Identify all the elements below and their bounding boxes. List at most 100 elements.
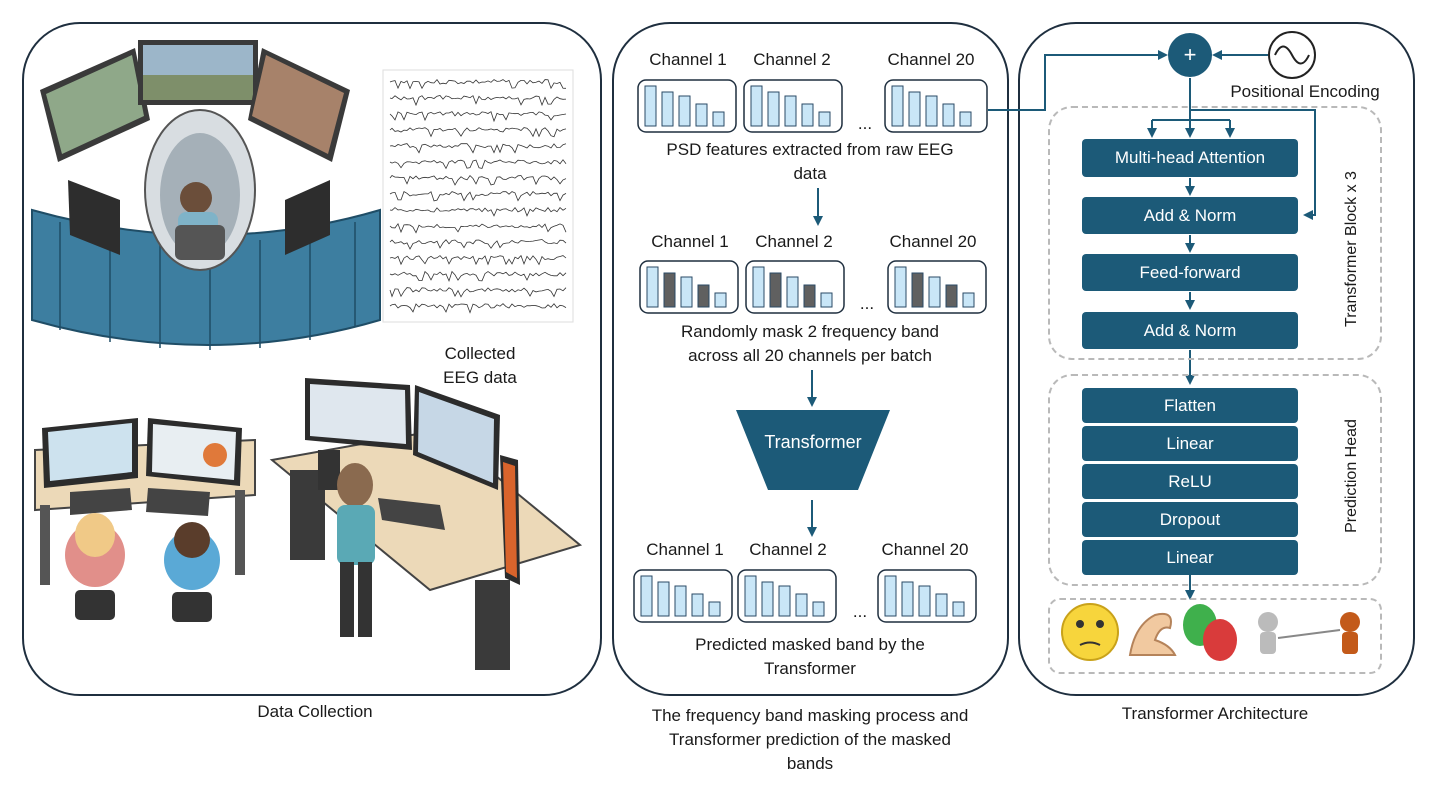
transformer-trapezoid (736, 410, 890, 490)
row3-channel-2-label: Channel 2 (749, 540, 827, 559)
eeg-trace-line (389, 191, 567, 202)
psd-bar (818, 111, 831, 127)
middle-arrows (807, 188, 823, 537)
psd-bar (894, 266, 907, 308)
psd-bar (959, 111, 972, 127)
psd-bar (744, 575, 757, 617)
emotion-icons (1061, 603, 1360, 661)
eeg-trace-line (389, 207, 567, 217)
layer-feed-forward: Feed-forward (1082, 254, 1298, 291)
layer-add-norm-1: Add & Norm (1082, 197, 1298, 234)
thinking-face-icon (1061, 603, 1119, 661)
psd-bar (812, 601, 825, 617)
caption-transformer-architecture: Transformer Architecture (1121, 704, 1309, 723)
eeg-trace-line (389, 143, 567, 154)
eeg-trace-line (389, 239, 567, 250)
transformer-architecture-panel (1018, 22, 1415, 696)
psd-bar (891, 85, 904, 127)
row3-ellipsis: ... (852, 602, 868, 621)
layer-relu: ReLU (1082, 464, 1298, 499)
psd-bar (767, 91, 780, 127)
psd-bar (786, 276, 799, 308)
psd-bar (928, 276, 941, 308)
row1-channel-2-label: Channel 2 (753, 50, 831, 69)
eeg-trace-line (389, 111, 567, 123)
bar-group-row1-box3 (884, 79, 988, 133)
psd-bar (657, 581, 670, 617)
transformer-block-group (1048, 106, 1382, 360)
eeg-trace-line (389, 254, 567, 266)
caption-masking-line1: The frequency band masking process and (651, 706, 969, 725)
row3-text-line1: Predicted masked band by the (695, 635, 925, 654)
psd-bar (784, 95, 797, 127)
psd-bar (644, 85, 657, 127)
eeg-trace-line (389, 287, 567, 298)
psd-bar (952, 601, 965, 617)
psd-bar-groups (633, 79, 988, 623)
psd-bar (908, 91, 921, 127)
psd-bar (795, 593, 808, 617)
bar-group-row1-box2 (743, 79, 843, 133)
row1-text-line1: PSD features extracted from raw EEG (666, 140, 954, 159)
row2-channel-1-label: Channel 1 (651, 232, 729, 251)
row3-text-line2: Transformer (764, 659, 856, 678)
eeg-trace-line (389, 303, 567, 314)
psd-bar (646, 266, 659, 308)
eeg-trace-line (389, 78, 567, 90)
psd-bar (925, 95, 938, 127)
psd-bar (708, 601, 721, 617)
psd-bar (640, 575, 653, 617)
psd-bar (678, 95, 691, 127)
bar-group-row3-box3 (877, 569, 977, 623)
psd-bar (769, 272, 782, 308)
layer-linear-2: Linear (1082, 540, 1298, 575)
layer-flatten: Flatten (1082, 388, 1298, 423)
row2-channel-20-label: Channel 20 (889, 232, 977, 251)
bar-group-row2-box3 (887, 260, 987, 314)
layer-add-norm-2: Add & Norm (1082, 312, 1298, 349)
row1-text-line2: data (793, 164, 827, 183)
psd-bar (778, 585, 791, 617)
sine-wave-icon (1268, 31, 1316, 79)
psd-bar (712, 111, 725, 127)
prediction-head-group (1048, 374, 1382, 586)
driving-simulator-illustration (31, 40, 381, 350)
psd-bar (942, 103, 955, 127)
bar-group-row3-box1 (633, 569, 733, 623)
psd-bar (674, 585, 687, 617)
psd-bar (691, 593, 704, 617)
positional-encoding-label: Positional Encoding (1230, 82, 1380, 101)
row3-channel-20-label: Channel 20 (881, 540, 969, 559)
bar-group-row1-box1 (637, 79, 737, 133)
layer-dropout: Dropout (1082, 502, 1298, 537)
row3-channel-1-label: Channel 1 (646, 540, 724, 559)
flexed-bicep-icon (1128, 612, 1177, 656)
psd-bar (697, 284, 710, 308)
prediction-head-label: Prediction Head (1343, 419, 1360, 533)
bar-group-row2-box1 (639, 260, 739, 314)
psd-bar (680, 276, 693, 308)
psd-bar (901, 581, 914, 617)
caption-masking-line2: Transformer prediction of the masked (669, 730, 951, 749)
psd-bar (801, 103, 814, 127)
psd-bar (884, 575, 897, 617)
transformer-label: Transformer (764, 432, 862, 452)
eeg-label-line1: Collected (444, 344, 516, 363)
output-emotions-group (1048, 598, 1382, 674)
psd-bar (695, 103, 708, 127)
add-operation-circle (1168, 33, 1212, 77)
eeg-trace-line (389, 222, 567, 234)
eeg-trace-line (389, 127, 567, 138)
layer-linear-1: Linear (1082, 426, 1298, 461)
psd-bar (945, 284, 958, 308)
psd-bar (714, 292, 727, 308)
psd-bar (820, 292, 833, 308)
eeg-signal-lines (389, 78, 567, 314)
psd-bar (750, 85, 763, 127)
bar-group-row3-box2 (737, 569, 837, 623)
psd-bar (962, 292, 975, 308)
eeg-trace-line (389, 174, 567, 186)
psd-bar (803, 284, 816, 308)
eeg-trace-line (389, 95, 567, 107)
